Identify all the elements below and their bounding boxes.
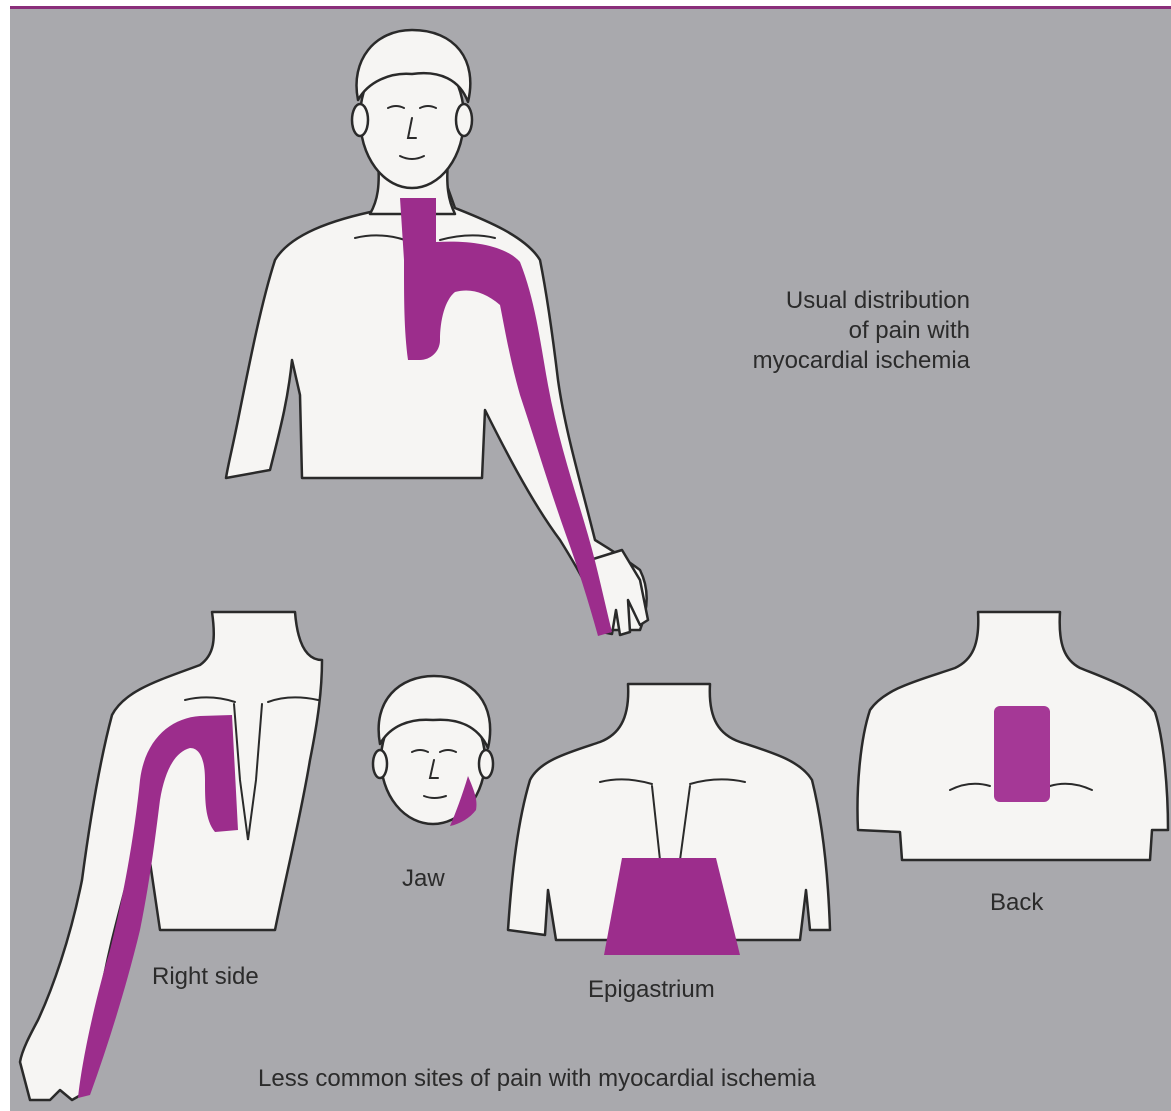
top-rule — [10, 6, 1171, 9]
main-caption-line3: myocardial ischemia — [640, 346, 970, 376]
main-caption-line1: Usual distribution — [640, 286, 970, 316]
main-caption: Usual distribution of pain with myocardi… — [640, 286, 970, 376]
main-caption-line2: of pain with — [640, 316, 970, 346]
bottom-caption: Less common sites of pain with myocardia… — [258, 1064, 816, 1094]
label-jaw: Jaw — [402, 864, 445, 894]
label-back: Back — [990, 888, 1043, 918]
back-pain-area — [994, 706, 1050, 802]
label-right-side: Right side — [152, 962, 259, 992]
label-epigastrium: Epigastrium — [588, 975, 715, 1005]
epigastrium-pain-area — [604, 858, 740, 955]
